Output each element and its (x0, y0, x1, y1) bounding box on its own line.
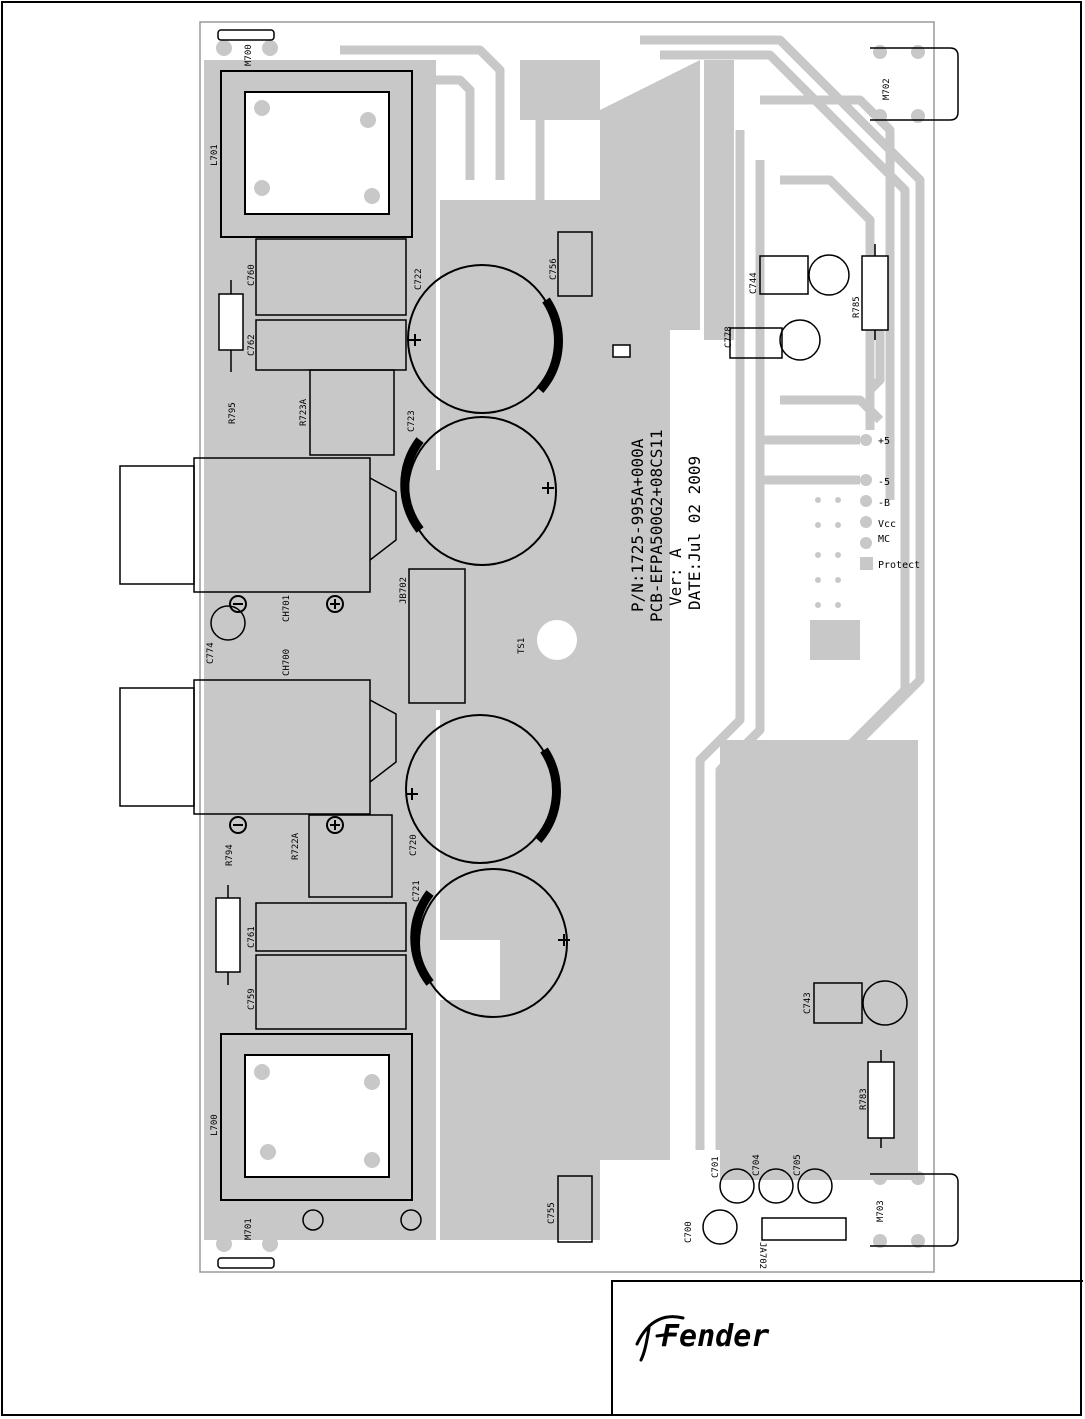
label-c755: C755 (547, 1202, 557, 1224)
pcb-part-number: P/N:1725-995A+000A (628, 438, 647, 612)
label-r794: R794 (225, 844, 235, 866)
label-c720: C720 (409, 834, 419, 856)
label-c704: C704 (752, 1154, 762, 1176)
label-c701: C701 (711, 1156, 721, 1178)
large-electrolytic-caps (400, 264, 568, 1018)
label-m700: M700 (244, 44, 254, 66)
film-capacitors (255, 238, 407, 1030)
logo-wordmark: Fender (661, 1319, 769, 1354)
inductor-l700 (220, 1033, 413, 1201)
fender-logo: Fender (635, 1315, 769, 1362)
label-vcc: Vcc (878, 519, 896, 530)
label-minus-b: -B (878, 498, 890, 509)
label-r723a: R723A (299, 398, 309, 426)
title-block: Fender (611, 1280, 1083, 1416)
label-ch701: CH701 (282, 595, 292, 622)
mounting-brackets (217, 29, 959, 1269)
pcb-date: DATE:Jul 02 2009 (685, 456, 704, 610)
label-c743: C743 (803, 992, 813, 1014)
label-r795: R795 (228, 402, 238, 424)
polarity-marks (229, 334, 570, 946)
label-jb702: JB702 (399, 577, 409, 604)
label-m703: M703 (876, 1200, 886, 1222)
copper-traces (330, 35, 925, 1150)
pcb-layout-drawing: M700 M701 M702 M703 L701 L700 C760 C762 … (119, 21, 959, 1273)
label-mc: MC (878, 534, 890, 545)
label-c723: C723 (407, 410, 417, 432)
resistors (215, 244, 895, 1148)
ts1-mount (525, 608, 589, 672)
label-c744: C744 (749, 272, 759, 294)
pcb-name: PCB-EFPA500G2+08CS11 (647, 429, 666, 622)
small-parts (210, 231, 908, 1245)
label-ja702: JA702 (757, 1242, 767, 1269)
inductor-l701 (220, 70, 413, 238)
label-r785: R785 (852, 296, 862, 318)
label-c759: C759 (247, 988, 257, 1010)
label-l701: L701 (210, 144, 220, 166)
label-r783: R783 (859, 1088, 869, 1110)
label-minus5: -5 (878, 477, 890, 488)
pcb-version: Ver: A (666, 548, 685, 606)
label-c700: C700 (684, 1221, 694, 1243)
label-c762: C762 (247, 334, 257, 356)
label-m701: M701 (244, 1218, 254, 1240)
label-c774: C774 (206, 642, 216, 664)
label-r722a: R722A (291, 832, 301, 860)
label-c721: C721 (412, 880, 422, 902)
label-m702: M702 (882, 78, 892, 100)
label-c778: C778 (724, 326, 734, 348)
label-plus5: +5 (878, 436, 890, 447)
label-c760: C760 (247, 264, 257, 286)
label-c705: C705 (793, 1154, 803, 1176)
label-l700: L700 (210, 1114, 220, 1136)
label-protect: Protect (878, 560, 920, 571)
label-c722: C722 (414, 268, 424, 290)
label-c756: C756 (549, 258, 559, 280)
label-ch700: CH700 (282, 649, 292, 676)
input-jacks (119, 457, 397, 815)
label-ts1: TS1 (517, 638, 527, 654)
label-c761: C761 (247, 926, 257, 948)
